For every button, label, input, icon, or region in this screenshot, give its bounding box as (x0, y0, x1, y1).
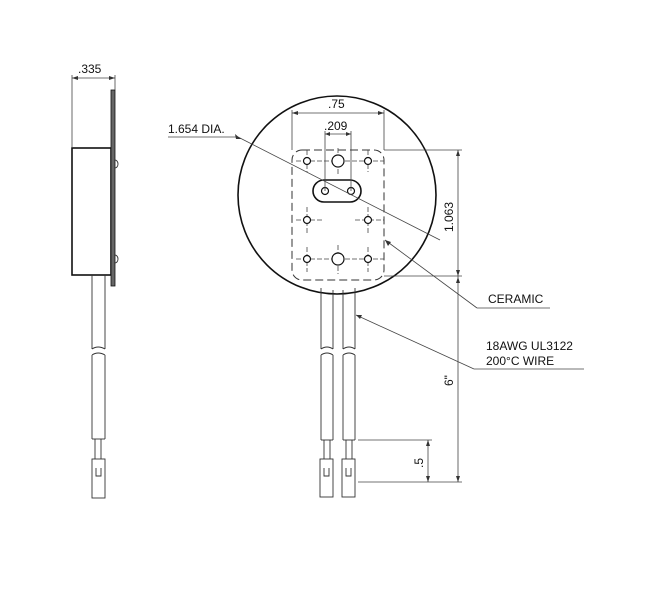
front-view-wires (319, 288, 356, 498)
width-dim-label: .75 (328, 97, 345, 111)
mounting-holes (296, 148, 384, 274)
side-view: .335 (71, 62, 119, 499)
lead-length-dim-label: 6" (442, 375, 456, 386)
thickness-dim-label: .335 (78, 62, 102, 76)
side-view-body (71, 147, 112, 276)
ceramic-callout: CERAMIC (488, 292, 544, 306)
pin-slot (312, 179, 362, 203)
strip-length-dim-label: .5 (412, 458, 426, 468)
pin-spacing-dim-label: .209 (324, 119, 348, 133)
rivet-top (114, 159, 119, 169)
front-view: .75 .209 1.654 DIA. 1.063 (168, 95, 584, 498)
side-view-plate (110, 89, 116, 287)
height-dim-label: 1.063 (442, 202, 456, 232)
rivet-bottom (114, 254, 119, 264)
socket-plate-circle (237, 95, 437, 295)
wire-callout-line2: 200°C WIRE (486, 354, 554, 368)
diameter-label: 1.654 DIA. (168, 122, 225, 136)
side-view-wire (91, 275, 106, 499)
wire-callout-line1: 18AWG UL3122 (486, 339, 573, 353)
